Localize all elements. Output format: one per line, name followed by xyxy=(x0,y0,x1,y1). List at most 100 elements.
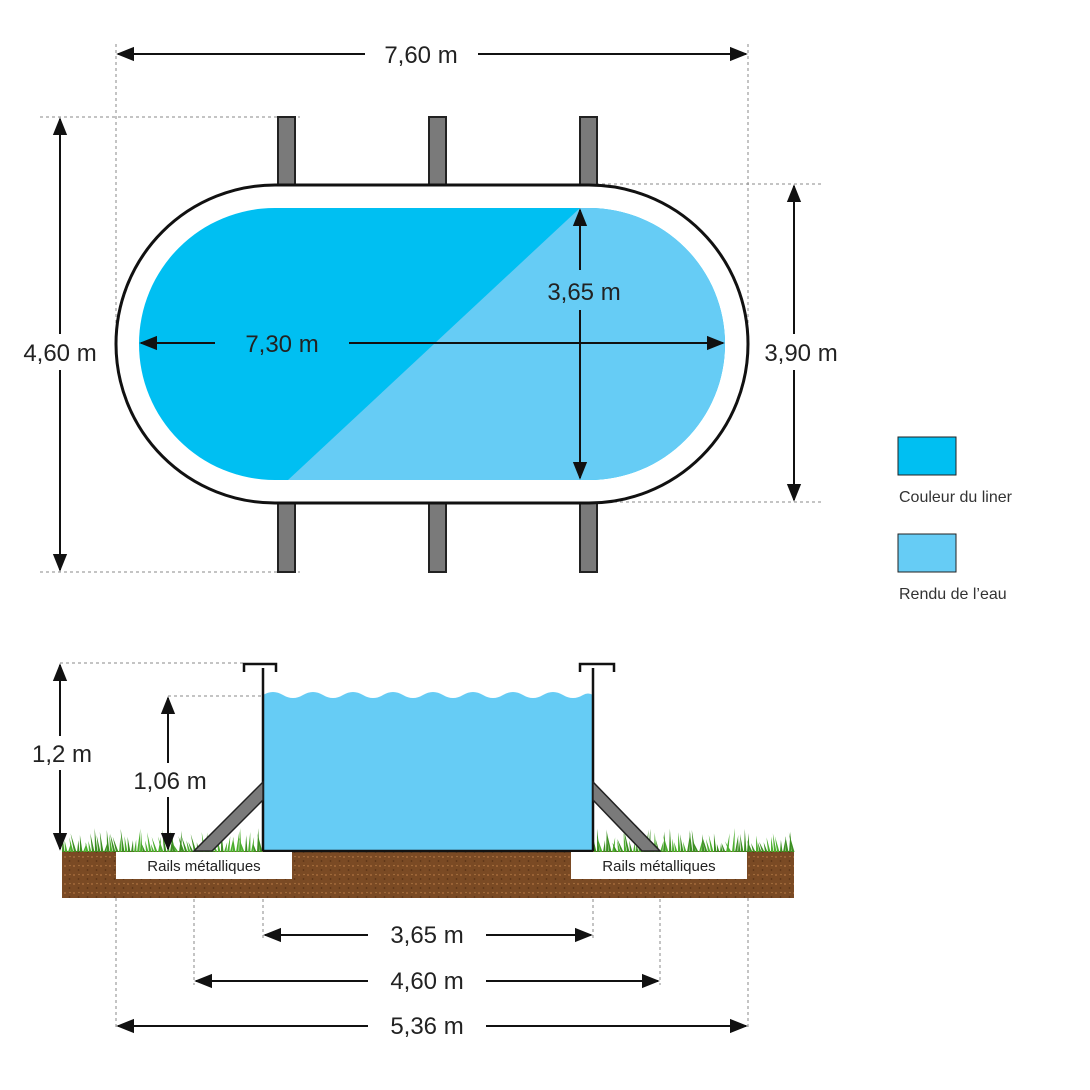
grass-blade xyxy=(77,840,80,852)
grass-blade xyxy=(109,834,113,852)
label-background xyxy=(20,736,100,770)
grass-blade xyxy=(232,837,236,852)
grass-blade xyxy=(119,837,122,852)
grass-blade xyxy=(145,840,149,852)
grass-blade xyxy=(660,841,664,852)
water-body xyxy=(263,692,593,851)
grass-blade xyxy=(236,831,240,852)
grass-blade xyxy=(678,832,681,852)
grass-blade xyxy=(789,831,792,852)
grass-blade xyxy=(83,843,87,852)
grass-blade xyxy=(64,840,68,852)
grass-blade xyxy=(788,832,795,852)
grass-blade xyxy=(120,828,125,852)
grass-blade xyxy=(663,834,669,852)
grass-blade xyxy=(689,830,693,852)
grass-blade xyxy=(680,834,684,852)
top-view: 7,60 m 4,60 m 3,90 m 7,30 m 3,65 m xyxy=(14,42,847,573)
grass-blade xyxy=(162,829,167,852)
grass-blade xyxy=(674,842,678,852)
grass-blade xyxy=(224,842,228,852)
label-background xyxy=(14,334,106,370)
grass-blade xyxy=(94,828,98,852)
grass-blade xyxy=(248,831,251,852)
coping-right xyxy=(578,662,616,672)
grass-blade xyxy=(186,840,191,852)
support-brace-left xyxy=(192,780,264,852)
rail-label-box xyxy=(571,852,747,879)
legend-label-liner: Couleur du liner xyxy=(899,489,1013,506)
grass-blade xyxy=(140,832,143,852)
rail-label-left: Rails métalliques xyxy=(147,858,260,875)
grass-blade xyxy=(721,842,726,852)
grass-blade xyxy=(732,828,735,852)
grass-blade xyxy=(112,836,119,852)
grass-blade xyxy=(757,842,762,852)
support-brace-right xyxy=(592,780,662,852)
grass-blade xyxy=(687,831,691,852)
grass-blade xyxy=(147,832,152,852)
grass-blade xyxy=(68,842,72,852)
support-post xyxy=(428,499,447,573)
mid-width-label: 4,60 m xyxy=(390,968,463,995)
grass-blade xyxy=(85,842,89,852)
grass-blade xyxy=(251,836,255,852)
grass-blade xyxy=(783,836,786,852)
grass-blade xyxy=(766,837,771,852)
grass-blade xyxy=(606,829,609,852)
grass-blade xyxy=(104,842,108,852)
grass-blade xyxy=(751,843,756,852)
liner-width-label: 3,65 m xyxy=(547,279,620,306)
grass-blade xyxy=(672,838,675,852)
grass-blade xyxy=(134,839,137,852)
grass-blade xyxy=(739,833,744,852)
grass-blade xyxy=(69,837,74,852)
grass-blade xyxy=(227,836,231,852)
grass-blade xyxy=(79,835,83,852)
grass-blade xyxy=(257,833,263,852)
grass-blade xyxy=(201,832,206,852)
legend: Couleur du liner Rendu de l’eau xyxy=(897,436,1013,603)
grass-blade xyxy=(683,841,687,852)
support-post xyxy=(277,116,296,188)
grass-blade xyxy=(99,831,104,852)
grass-blade xyxy=(597,837,603,852)
grass-blade xyxy=(720,843,723,852)
grass-blade xyxy=(606,830,612,852)
total-width-label: 5,36 m xyxy=(390,1013,463,1040)
support-post xyxy=(579,499,598,573)
grass-blade xyxy=(592,835,597,852)
grass-blade xyxy=(617,839,621,852)
grass-blade xyxy=(780,839,783,852)
grass-blade xyxy=(692,840,699,852)
total-height-label: 1,2 m xyxy=(32,741,92,768)
grass-blade xyxy=(137,828,141,852)
grass-blade xyxy=(245,835,248,852)
grass-blade xyxy=(699,838,703,852)
grass-blade xyxy=(127,836,131,852)
grass-blade xyxy=(747,833,750,852)
grass-blade xyxy=(746,840,753,852)
grass-blade xyxy=(775,836,780,852)
legend-label-water: Rendu de l’eau xyxy=(899,586,1007,603)
grass-blade xyxy=(716,843,720,852)
grass-blade xyxy=(726,833,730,852)
grass-blade xyxy=(623,829,630,852)
grass-blade xyxy=(705,839,711,852)
grass-blade xyxy=(738,839,741,852)
outer-width-label: 3,90 m xyxy=(764,340,837,367)
grass-blade xyxy=(691,829,696,852)
coping-left xyxy=(242,662,278,672)
support-post xyxy=(579,116,598,188)
grass-blade xyxy=(771,836,774,852)
grass-blade xyxy=(735,834,739,852)
grass-blade xyxy=(188,841,194,852)
side-view: Rails métalliques Rails métalliques 1,2 … xyxy=(20,662,795,1040)
label-background xyxy=(755,334,847,370)
grass-blade xyxy=(158,836,164,852)
grass-blade xyxy=(62,836,65,852)
water-height-label: 1,06 m xyxy=(133,768,206,795)
grass-blade xyxy=(702,836,708,852)
support-post xyxy=(428,116,447,188)
grass-blade xyxy=(763,842,768,852)
